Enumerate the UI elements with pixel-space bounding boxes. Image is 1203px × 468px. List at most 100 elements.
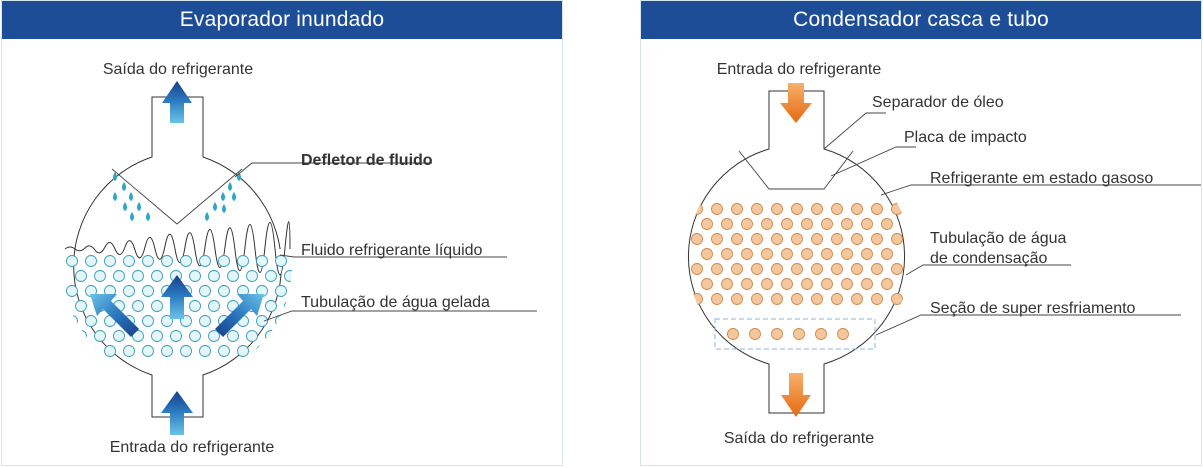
- condensing-water-tube: [721, 278, 733, 290]
- chilled-water-tube: [132, 300, 144, 312]
- condensing-water-tube: [881, 218, 893, 230]
- condensing-water-tube: [711, 203, 723, 215]
- chilled-water-tube: [189, 300, 201, 312]
- condenser-outlet-label: Saída do refrigerante: [724, 430, 874, 447]
- chilled-water-tube: [199, 345, 211, 357]
- water-tubes-label-line1: Tubulação de água: [930, 230, 1067, 247]
- droplet-icon: [222, 204, 226, 213]
- oil-separator-label: Separador de óleo: [872, 94, 1004, 111]
- condensing-water-tube: [751, 263, 763, 275]
- condensing-water-tube: [821, 248, 833, 260]
- condensing-water-tube: [891, 233, 903, 245]
- chilled-water-tube: [265, 270, 277, 282]
- condensing-water-tube: [761, 248, 773, 260]
- condensing-water-tube: [851, 233, 863, 245]
- condensing-water-tube: [711, 233, 723, 245]
- chilled-water-tube: [104, 255, 116, 267]
- chilled-water-tube: [284, 270, 292, 282]
- condensing-water-tube: [861, 248, 873, 260]
- condensing-water-tube: [831, 263, 843, 275]
- condensing-water-tube: [821, 218, 833, 230]
- chilled-water-tube: [161, 345, 173, 357]
- chilled-water-tube: [246, 330, 258, 342]
- condensing-water-tube: [861, 218, 873, 230]
- impact-plate-label: Placa de impacto: [904, 129, 1027, 146]
- condenser-inlet-label: Entrada do refrigerante: [717, 61, 882, 78]
- condensing-water-tube: [871, 203, 883, 215]
- droplet-icon: [205, 212, 209, 221]
- droplet-icon: [123, 202, 127, 211]
- condensing-water-tube: [771, 293, 783, 305]
- condensing-water-tube: [811, 263, 823, 275]
- chilled-water-tube: [256, 345, 268, 357]
- condensing-water-tube: [791, 293, 803, 305]
- chilled-water-tube: [208, 300, 220, 312]
- chilled-water-tube: [161, 255, 173, 267]
- chilled-water-tube: [132, 330, 144, 342]
- chilled-water-tube: [151, 330, 163, 342]
- subcooling-tube: [771, 328, 783, 340]
- chilled-water-tube: [284, 300, 292, 312]
- subcooling-tube: [793, 328, 805, 340]
- chilled-water-tube: [113, 330, 125, 342]
- chilled-water-tube: [85, 255, 97, 267]
- condensing-water-tube: [851, 203, 863, 215]
- condensing-water-tube: [811, 293, 823, 305]
- condensing-water-tube: [801, 278, 813, 290]
- condensing-water-tube: [771, 263, 783, 275]
- chilled-water-tube: [142, 345, 154, 357]
- evaporator-vessel: [64, 96, 291, 418]
- chilled-water-tube: [151, 300, 163, 312]
- condensing-water-tube: [891, 263, 903, 275]
- chilled-water-tube: [218, 255, 230, 267]
- chilled-water-tube: [189, 330, 201, 342]
- chilled-water-tube: [189, 270, 201, 282]
- condensing-water-tube: [841, 248, 853, 260]
- condensing-water-tube: [791, 233, 803, 245]
- subcooling-tube: [749, 328, 761, 340]
- chilled-water-tube: [237, 255, 249, 267]
- condensing-water-tube: [701, 218, 713, 230]
- condensing-water-tube: [781, 218, 793, 230]
- condensing-water-tube: [881, 278, 893, 290]
- condensing-water-tube: [821, 278, 833, 290]
- chilled-water-tube: [104, 345, 116, 357]
- chilled-water-tube: [218, 285, 230, 297]
- condensing-water-tube: [811, 203, 823, 215]
- condensing-water-tubes: [691, 203, 903, 305]
- chilled-water-tube: [237, 345, 249, 357]
- right-arrow-icon: [215, 294, 264, 337]
- chilled-water-tube: [151, 270, 163, 282]
- condensing-water-tube: [711, 293, 723, 305]
- condensing-water-tube: [761, 218, 773, 230]
- condensing-water-tube: [741, 218, 753, 230]
- droplet-icon: [113, 192, 117, 201]
- condenser-inlet-arrow-icon: [780, 83, 812, 123]
- condensing-water-tube: [701, 278, 713, 290]
- droplet-icon: [122, 182, 126, 191]
- droplet-icon: [228, 182, 232, 191]
- condenser-flow-arrows: [780, 83, 812, 417]
- condensing-water-tube: [811, 233, 823, 245]
- oil-separator: [738, 150, 854, 190]
- condensing-water-tube: [741, 248, 753, 260]
- condensing-water-tube: [861, 278, 873, 290]
- fluid-deflector: [111, 168, 243, 225]
- subcooling-tube: [727, 328, 739, 340]
- evaporator-title: Evaporador inundado: [2, 1, 562, 39]
- gas-label: Refrigerante em estado gasoso: [930, 170, 1153, 187]
- condenser-vessel: [688, 90, 905, 414]
- evaporator-outlet-label: Saída do refrigerante: [103, 61, 253, 78]
- chilled-water-tube: [142, 315, 154, 327]
- droplet-icon: [137, 202, 141, 211]
- chilled-water-tube: [94, 270, 106, 282]
- chilled-water-tube: [132, 270, 144, 282]
- condensing-water-tube: [801, 248, 813, 260]
- condensing-water-tube: [871, 263, 883, 275]
- condensing-water-tube: [881, 248, 893, 260]
- subcooling-tube: [837, 328, 849, 340]
- chilled-water-tube: [265, 300, 277, 312]
- chilled-water-tube: [284, 330, 292, 342]
- condensing-water-tube: [801, 218, 813, 230]
- left-arrow-icon: [90, 294, 139, 337]
